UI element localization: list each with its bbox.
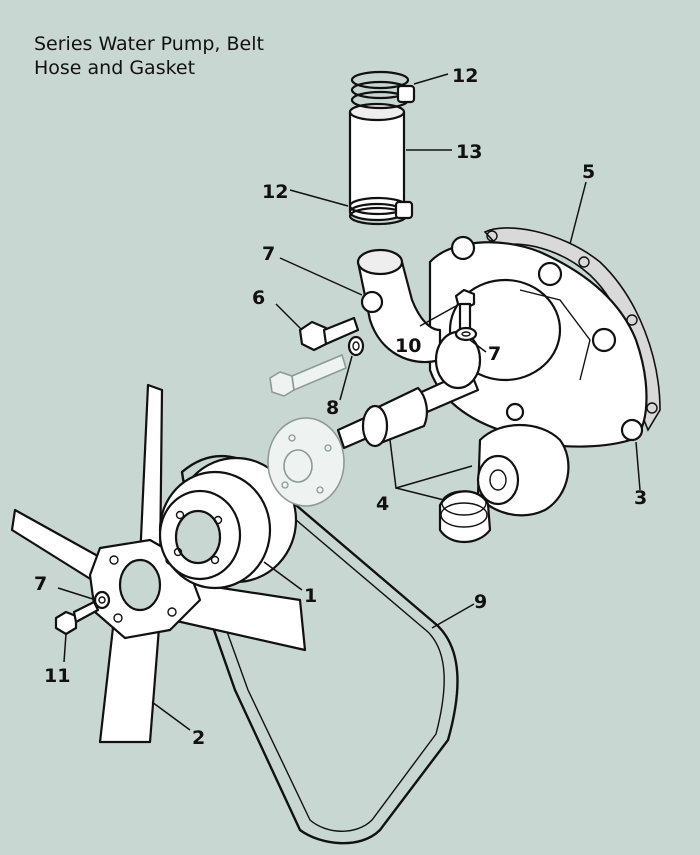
washer-8 <box>347 335 365 357</box>
fan-centre-hole <box>118 558 162 612</box>
callout-6: 6 <box>252 287 265 309</box>
callout-7-pump: 7 <box>488 343 501 365</box>
bolt-11 <box>54 600 100 636</box>
hose <box>348 102 406 222</box>
callout-3: 3 <box>634 487 647 509</box>
washer-7-fan <box>93 590 111 610</box>
callout-11: 11 <box>44 665 70 687</box>
leader-lines <box>57 73 641 731</box>
callout-13: 13 <box>456 141 482 163</box>
fan-assembly <box>10 383 307 744</box>
page-title: Series Water Pump, Belt Hose and Gasket <box>34 32 264 80</box>
callout-8: 8 <box>326 397 339 419</box>
bolt-ghost <box>269 353 347 397</box>
pump-shaft <box>336 330 482 450</box>
title-line-2: Hose and Gasket <box>34 57 196 79</box>
bolt-6 <box>298 316 360 352</box>
hub-flange-ghost <box>267 417 345 507</box>
callout-2: 2 <box>192 727 205 749</box>
callout-12-mid: 12 <box>262 181 288 203</box>
callout-1: 1 <box>304 585 317 607</box>
callout-7-hose: 7 <box>262 243 275 265</box>
callout-10: 10 <box>395 335 421 357</box>
outlet-elbow <box>356 248 442 364</box>
callout-5: 5 <box>582 161 595 183</box>
pulley <box>158 456 298 590</box>
impeller <box>476 423 570 517</box>
callout-9: 9 <box>474 591 487 613</box>
callout-12-top: 12 <box>452 65 478 87</box>
title-line-1: Series Water Pump, Belt <box>34 33 264 55</box>
hose-clip-top <box>350 70 416 110</box>
seal <box>438 490 492 543</box>
pump-body <box>428 235 648 448</box>
callout-7-fan: 7 <box>34 573 47 595</box>
callout-4: 4 <box>376 493 389 515</box>
callout-labels: 12 13 12 5 7 6 10 7 8 4 3 7 1 9 11 2 <box>34 65 647 749</box>
bolt-10 <box>454 288 476 332</box>
washer-7-pump <box>454 326 478 342</box>
hose-clip-bottom <box>348 196 414 226</box>
